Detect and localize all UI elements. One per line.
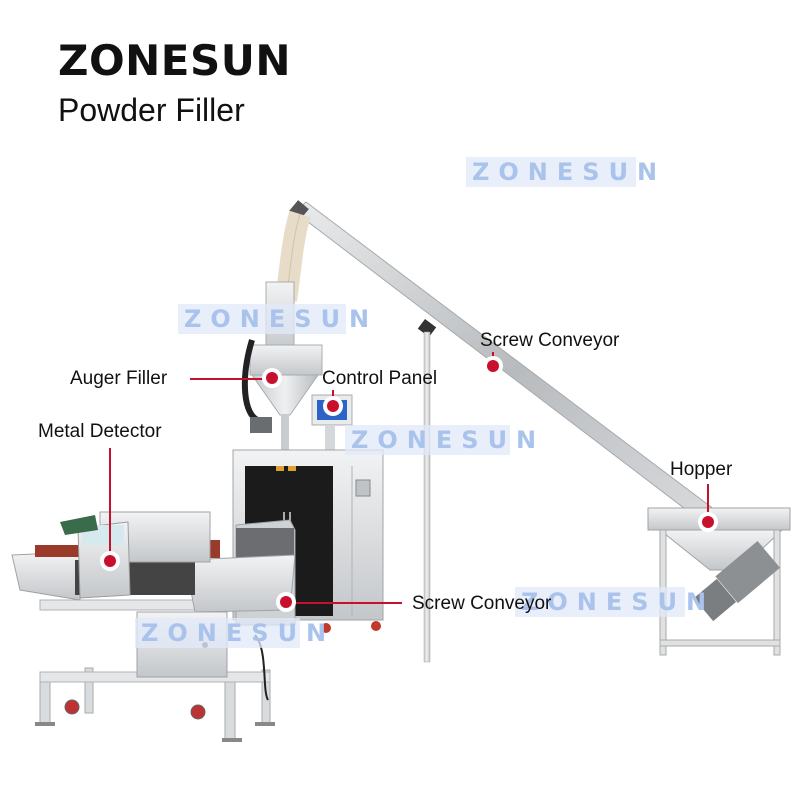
watermark: ZONESUN (345, 425, 536, 455)
callout-hopper-marker (702, 516, 714, 528)
watermark: ZONESUN (515, 587, 706, 617)
callout-metal-detector-line (109, 448, 111, 560)
callout-metal-detector-marker (104, 555, 116, 567)
callout-control-panel-label: Control Panel (322, 368, 438, 389)
callout-screw-conveyor-lower-marker (280, 596, 292, 608)
product-subtitle: Powder Filler (58, 92, 245, 128)
callout-hopper-line (707, 484, 709, 520)
hopper (647, 507, 791, 656)
watermark: ZONESUN (135, 618, 326, 648)
callout-screw-conveyor-lower-label: Screw Conveyor (412, 593, 552, 614)
callout-auger-filler-line (190, 378, 270, 380)
callout-metal-detector-label: Metal Detector (38, 421, 162, 442)
watermark: ZONESUN (178, 304, 369, 334)
callout-control-panel-marker (327, 400, 339, 412)
callout-screw-conveyor-upper-line (492, 352, 494, 366)
callout-screw-conveyor-upper-label: Screw Conveyor (480, 330, 620, 351)
callout-screw-conveyor-upper-marker (487, 360, 499, 372)
callout-auger-filler-marker (266, 372, 278, 384)
callout-control-panel-line (332, 390, 334, 404)
watermark: ZONESUN (466, 157, 657, 187)
callout-hopper-label: Hopper (670, 459, 733, 480)
brand-title: ZONESUN (58, 36, 292, 85)
callout-screw-conveyor-lower-line (290, 602, 402, 604)
callout-auger-filler-label: Auger Filler (70, 368, 168, 389)
